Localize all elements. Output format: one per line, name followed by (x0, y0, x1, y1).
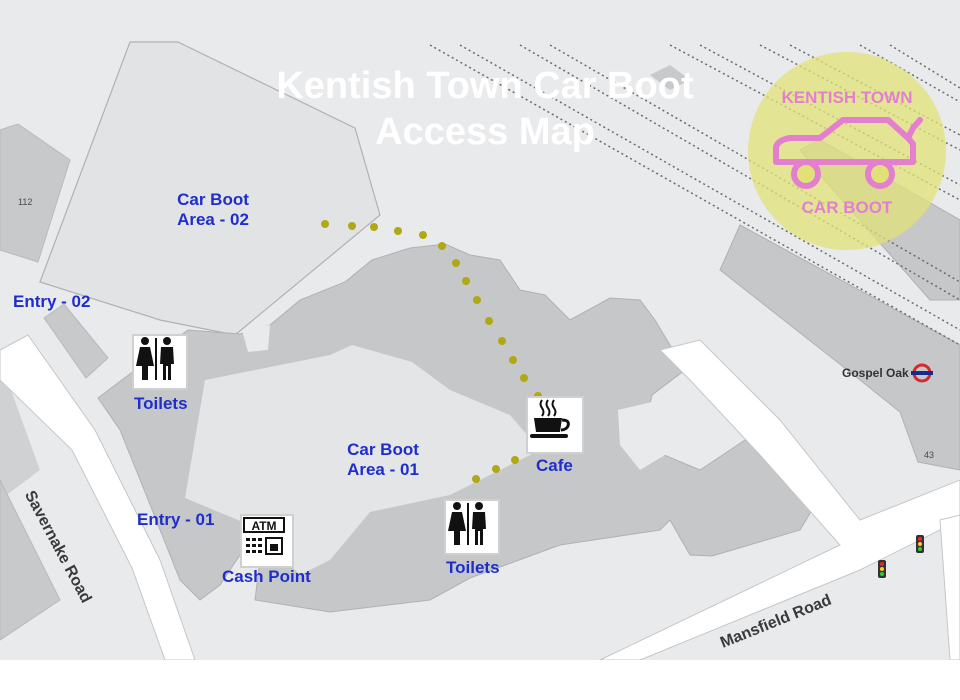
atm-icon: ATM (243, 517, 285, 555)
toilets-west-label: Toilets (134, 394, 188, 413)
building-112 (0, 123, 71, 263)
area-01-line2: Area - 01 (347, 460, 419, 479)
map-title-line2: Access Map (375, 111, 595, 153)
cafe-marker[interactable] (526, 396, 584, 454)
area-02-line1: Car Boot (177, 190, 249, 209)
toilets-west-marker[interactable] (132, 334, 188, 390)
building-number-112: 112 (18, 197, 33, 207)
cash-point-marker[interactable]: ATM (240, 514, 294, 568)
toilets-south-marker[interactable] (444, 499, 500, 555)
mansfield-road-shape (599, 339, 960, 661)
entry-02-label: Entry - 02 (13, 292, 91, 311)
map-title-line1: Kentish Town Car Boot (276, 65, 694, 107)
car-boot-area-01-label: Car Boot Area - 01 (340, 440, 426, 480)
logo-bottom-text: CAR BOOT (801, 198, 893, 217)
logo-top-text: KENTISH TOWN (781, 88, 913, 107)
building-number-43: 43 (924, 450, 935, 460)
area-01-line1: Car Boot (347, 440, 419, 459)
car-icon (773, 117, 923, 189)
traffic-light-icon (878, 560, 886, 578)
cash-point-label: Cash Point (222, 567, 311, 586)
car-boot-area-02-ground (39, 41, 381, 336)
toilets-icon (136, 337, 174, 380)
entry-01-label: Entry - 01 (137, 510, 215, 529)
area-02-line2: Area - 02 (177, 210, 249, 229)
toilets-south-label: Toilets (446, 558, 500, 577)
london-underground-roundel-icon (911, 363, 933, 383)
car-boot-area-02-label: Car Boot Area - 02 (170, 190, 256, 230)
gospel-oak-station-label: Gospel Oak (842, 366, 909, 380)
traffic-light-icon (916, 535, 924, 553)
cafe-label: Cafe (536, 456, 573, 475)
kentish-town-car-boot-logo: KENTISH TOWN CAR BOOT (748, 52, 946, 250)
atm-text: ATM (251, 519, 276, 533)
coffee-cup-icon (530, 399, 570, 438)
toilets-icon (448, 502, 486, 545)
